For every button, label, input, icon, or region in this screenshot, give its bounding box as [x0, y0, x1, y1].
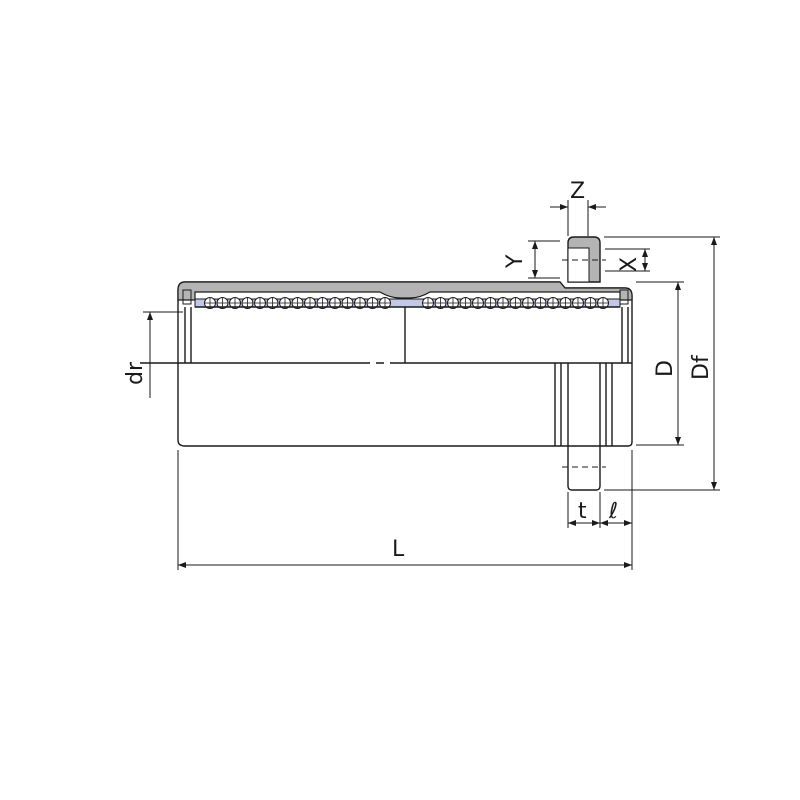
outer-shell — [177, 281, 633, 301]
label-df: Df — [689, 354, 714, 380]
bushing-body — [140, 281, 633, 447]
dimensions — [143, 200, 720, 570]
label-z: Z — [570, 179, 585, 204]
label-L: L — [392, 537, 405, 562]
label-l: ℓ — [608, 499, 618, 524]
flange — [562, 236, 606, 491]
label-y: Y — [503, 254, 528, 269]
label-dr: dr — [123, 361, 148, 385]
label-t: t — [578, 499, 587, 524]
ball-row — [204, 297, 609, 309]
label-d: D — [653, 360, 678, 377]
label-x: X — [617, 257, 642, 272]
